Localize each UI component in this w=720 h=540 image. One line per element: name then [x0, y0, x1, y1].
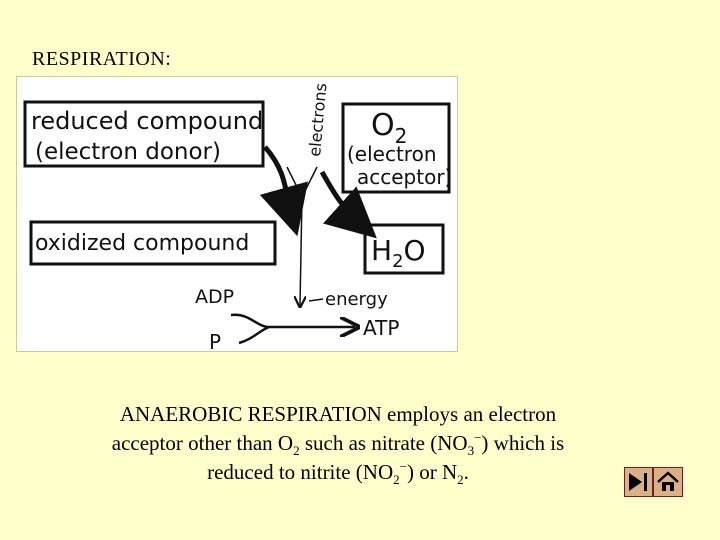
- electron-flow-split: [286, 166, 318, 199]
- reduced-compound-box: [23, 100, 265, 168]
- home-button[interactable]: [653, 467, 683, 497]
- atp-arrow: [230, 313, 355, 327]
- electron-acceptor-line1: (electron: [347, 142, 437, 166]
- o2-subscript: 2: [395, 124, 408, 148]
- electron-flow-left-arrow: [259, 145, 308, 237]
- h2o-box: [363, 223, 445, 275]
- body-line1: ANAEROBIC RESPIRATION employs an electro…: [119, 402, 557, 426]
- o2-label: O2: [371, 108, 407, 148]
- h2o-h: H: [371, 234, 392, 267]
- energy-pointer: [308, 298, 324, 302]
- no3-charge: −: [474, 430, 482, 445]
- body-or-n: ) or N: [406, 460, 458, 484]
- p-join-line: [238, 325, 270, 345]
- body-text: ANAEROBIC RESPIRATION employs an electro…: [40, 400, 636, 487]
- o2-letter: O: [371, 108, 395, 143]
- atp-label: ATP: [363, 316, 399, 340]
- body-nitrate-text: such as nitrate (NO: [299, 431, 468, 455]
- body-acceptor-text: acceptor other than O: [111, 431, 294, 455]
- reduced-compound-label: reduced compound: [31, 107, 263, 135]
- electron-donor-label: (electron donor): [35, 139, 221, 165]
- electrons-label: electrons: [305, 82, 330, 157]
- home-icon: [657, 471, 679, 491]
- play-end-icon: [629, 473, 647, 491]
- o2-box: [341, 102, 451, 194]
- no3-subscript: 3: [467, 443, 475, 459]
- body-which-is: ) which is: [481, 431, 565, 455]
- oxidized-compound-label: oxidized compound: [35, 231, 249, 256]
- respiration-diagram: reduced compound (electron donor) O2 (el…: [16, 76, 458, 352]
- body-period: .: [463, 460, 469, 484]
- electron-flow-right-arrow: [319, 170, 377, 239]
- no2-charge: −: [399, 459, 407, 474]
- next-slide-button[interactable]: [624, 467, 653, 497]
- h2o-subscript: 2: [392, 251, 403, 272]
- electron-acceptor-line2: acceptor): [357, 165, 452, 189]
- energy-flow-line: [300, 196, 302, 305]
- p-label: P: [209, 330, 221, 351]
- h2o-o: O: [404, 234, 426, 267]
- adp-label: ADP: [195, 286, 234, 308]
- h2o-label: H2O: [371, 234, 426, 272]
- oxidized-compound-box: [29, 220, 277, 266]
- no2-subscript: 2: [393, 472, 400, 488]
- body-nitrite-text: reduced to nitrite (NO: [207, 460, 394, 484]
- slide-title: RESPIRATION:: [32, 48, 172, 70]
- energy-label: energy: [325, 289, 388, 310]
- n2-subscript: 2: [457, 472, 464, 488]
- o2-subscript: 2: [293, 443, 300, 459]
